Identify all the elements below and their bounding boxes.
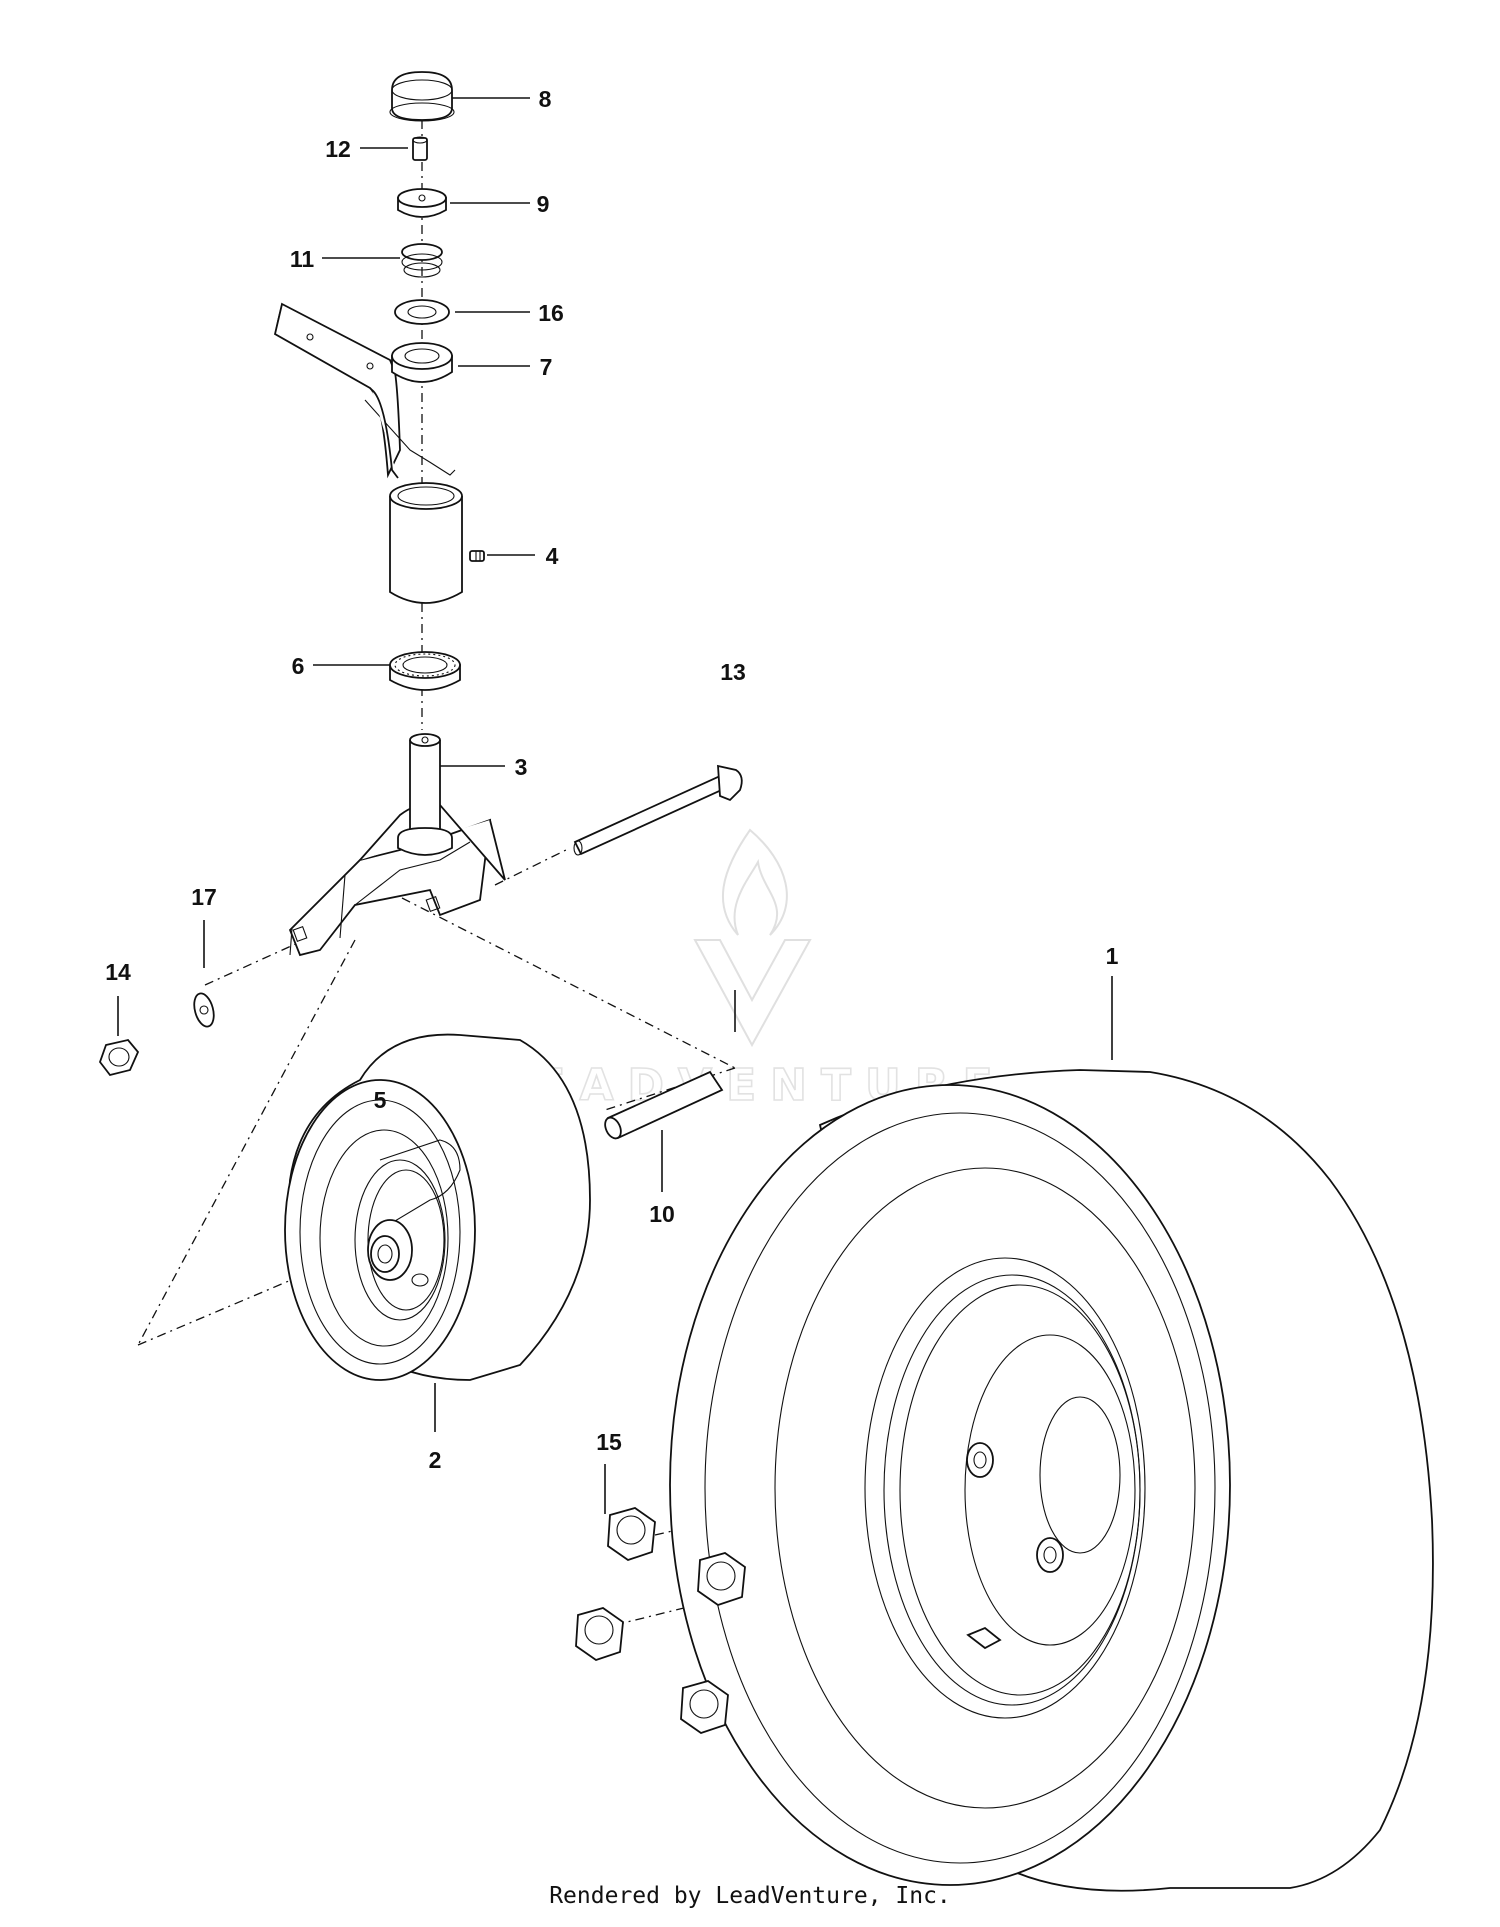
callout-1: 1 [1106,943,1119,969]
part-14-lock-nut [98,1039,140,1077]
callout-8: 8 [539,86,552,112]
part-15-lug-nuts [575,1507,746,1734]
leadventure-logo-icon [693,828,812,1048]
callout-5: 5 [374,1087,387,1113]
callout-16: 16 [538,300,564,326]
callout-4: 4 [546,543,559,569]
callout-3: 3 [515,754,528,780]
part-16-flat-washer [394,299,450,325]
callout-numbers: 8 12 9 11 16 7 4 6 13 3 17 14 1 5 10 2 1… [105,86,1118,1473]
callout-15: 15 [596,1429,622,1455]
watermark: LEADVENTURE [493,828,993,1112]
callout-6: 6 [292,653,305,679]
part-3-caster-fork [288,733,506,957]
part-6-lower-bearing [389,651,461,691]
callout-17: 17 [191,884,217,910]
callout-9: 9 [537,191,550,217]
callout-11: 11 [290,246,315,272]
callout-12: 12 [325,136,351,162]
pivot-housing-tube [389,482,463,604]
callout-10: 10 [649,1201,675,1227]
part-7-upper-bearing [391,342,453,383]
footer-credit: Rendered by LeadVenture, Inc. [549,1883,951,1909]
callout-14: 14 [105,959,131,985]
callout-13: 13 [720,659,746,685]
lug-nut [680,1680,729,1734]
part-8-dust-cap [389,71,455,122]
callout-7: 7 [540,354,553,380]
lug-nut [575,1607,624,1661]
part-10-spacer-tube [604,1070,724,1140]
lug-nut [697,1552,746,1606]
part-13-axle-bolt [573,764,743,856]
part-12-grease-fitting [412,136,428,161]
part-1-drive-wheel [669,1069,1434,1892]
frame-arm [273,302,456,479]
part-17-washer [193,992,215,1028]
part-4-grease-fitting [469,550,485,562]
part-2-caster-wheel [284,1033,591,1381]
part-11-spring-ring [401,243,443,278]
lug-nut [607,1507,656,1561]
callout-2: 2 [429,1447,442,1473]
part-9-washer [397,188,447,218]
